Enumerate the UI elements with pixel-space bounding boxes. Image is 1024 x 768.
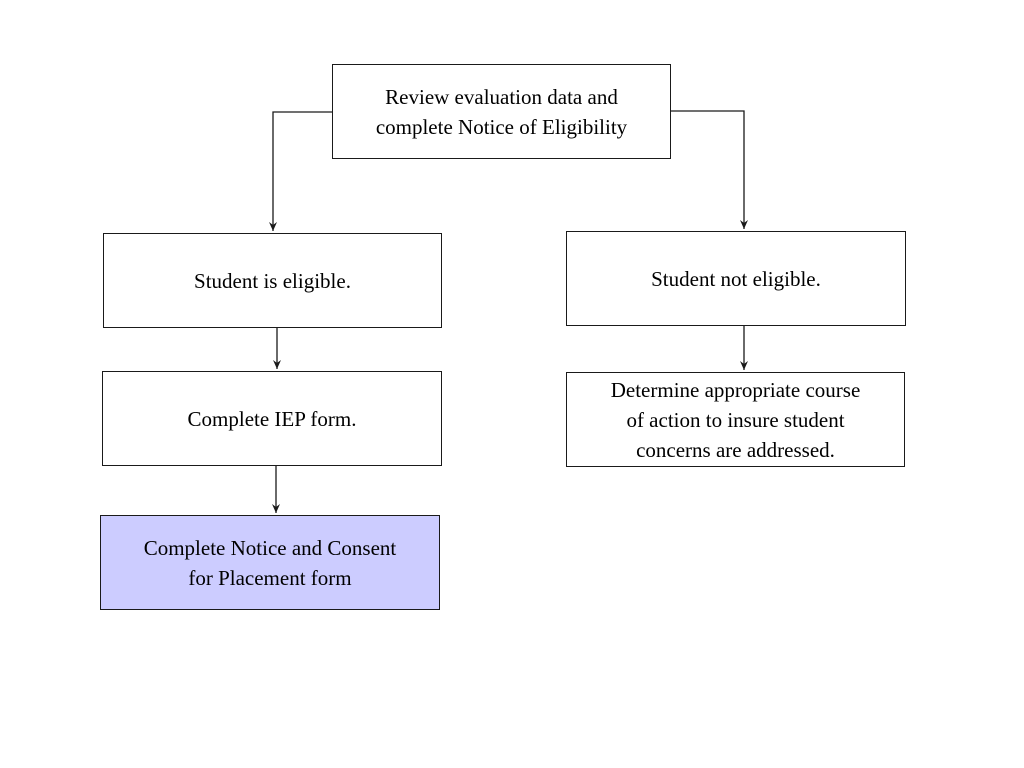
review-evaluation-label: Review evaluation data and complete Noti… <box>375 84 628 139</box>
complete-iep-box: Complete IEP form. <box>102 371 442 466</box>
connector-review-to-eligible <box>269 111 332 231</box>
determine-action-box: Determine appropriate course of action t… <box>566 372 905 467</box>
review-evaluation-box: Review evaluation data and complete Noti… <box>332 64 671 159</box>
notice-consent-placement-box: Complete Notice and Consent for Placemen… <box>100 515 440 610</box>
student-not-eligible-box: Student not eligible. <box>566 231 906 326</box>
determine-action-label: Determine appropriate course of action t… <box>610 377 861 462</box>
notice-consent-placement-label: Complete Notice and Consent for Placemen… <box>143 535 397 590</box>
student-eligible-label: Student is eligible. <box>194 268 351 293</box>
complete-iep-label: Complete IEP form. <box>187 406 357 431</box>
connector-review-to-not-eligible <box>671 110 748 229</box>
student-eligible-box: Student is eligible. <box>103 233 442 328</box>
student-not-eligible-label: Student not eligible. <box>651 266 821 291</box>
